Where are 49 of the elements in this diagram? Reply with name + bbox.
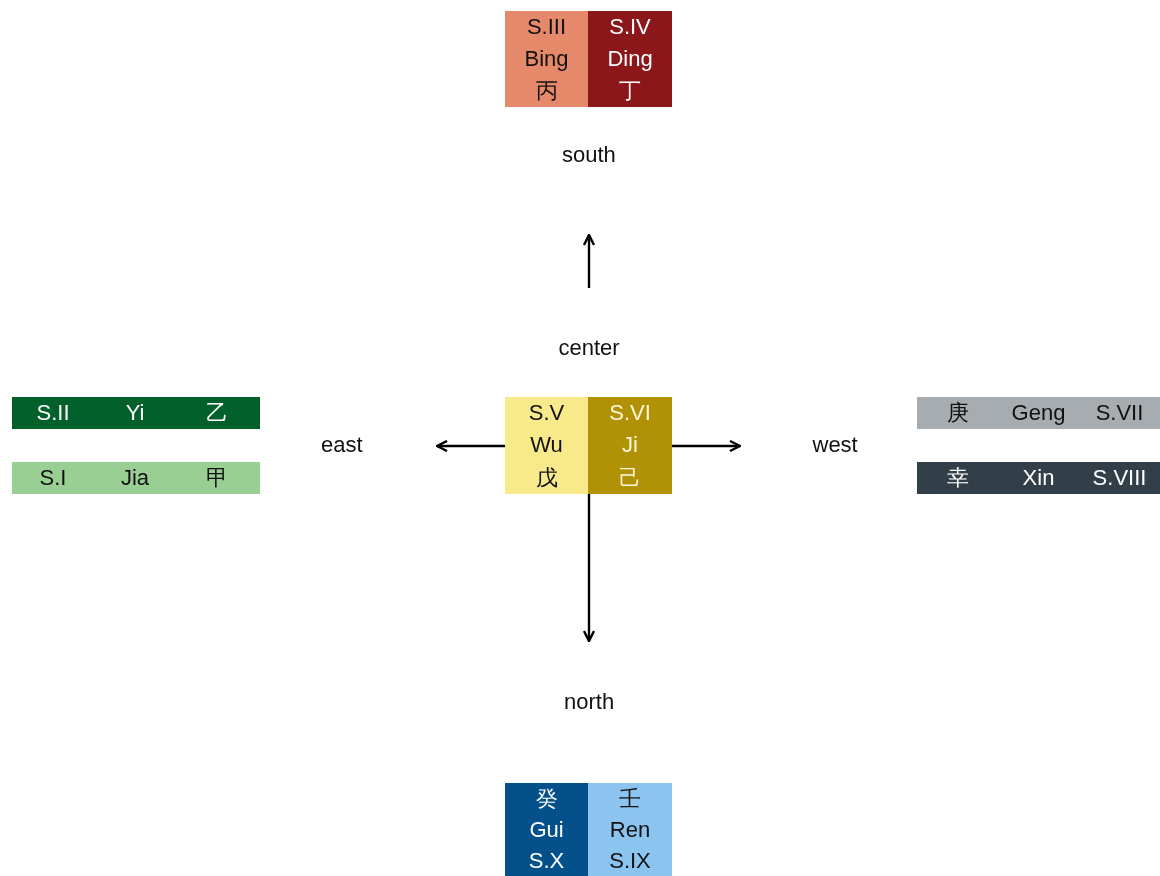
- direction-label: north: [564, 690, 615, 714]
- cell-text: S.VIII: [1091, 465, 1148, 491]
- cell-text: Xin: [1021, 465, 1056, 491]
- color-cell: [588, 397, 672, 494]
- cell-text: 戊: [535, 463, 558, 492]
- cell-text: S.II: [35, 400, 71, 426]
- cell-text: Gui: [529, 815, 564, 844]
- cell-text: S.VII: [1094, 400, 1145, 426]
- color-cell: [917, 462, 1160, 494]
- cell-text: S.VI: [609, 399, 651, 428]
- cell-text: 庚: [945, 399, 970, 427]
- cell-text: 癸: [535, 784, 558, 813]
- color-cell: [505, 11, 588, 107]
- cell-text: 丁: [619, 77, 641, 105]
- cell-text: S.V: [528, 399, 565, 428]
- cell-text: 丙: [535, 77, 558, 105]
- arrow: [435, 439, 505, 453]
- cell-text: 乙: [205, 399, 229, 427]
- color-cell: [12, 397, 260, 429]
- cell-text: Yi: [124, 400, 146, 426]
- direction-label: south: [562, 143, 616, 167]
- cell-text: S.III: [526, 13, 567, 41]
- cell-text: Ji: [622, 431, 638, 460]
- cell-text: Wu: [530, 431, 563, 460]
- cell-text: 甲: [205, 464, 229, 492]
- cell-text: S.X: [528, 846, 565, 875]
- cell-text: Bing: [524, 45, 569, 73]
- cell-text: Ren: [609, 815, 651, 844]
- color-cell: [917, 397, 1160, 429]
- cell-text: 己: [619, 463, 641, 492]
- cell-text: 壬: [619, 784, 641, 813]
- color-cell: [505, 397, 588, 494]
- color-cell: [588, 783, 672, 876]
- color-cell: [505, 783, 588, 876]
- cell-text: Ding: [607, 45, 653, 73]
- arrow: [672, 439, 742, 453]
- direction-label: west: [812, 433, 858, 457]
- cell-text: S.IV: [609, 13, 651, 41]
- arrow: [582, 233, 596, 288]
- color-cell: [12, 462, 260, 494]
- cell-text: S.IX: [609, 846, 651, 875]
- cell-text: S.I: [38, 465, 68, 491]
- direction-label: center: [558, 336, 620, 360]
- cell-text: 幸: [945, 464, 970, 492]
- direction-label: east: [321, 433, 363, 457]
- cell-text: Jia: [119, 465, 151, 491]
- arrow: [582, 494, 596, 643]
- color-cell: [588, 11, 672, 107]
- cell-text: Geng: [1010, 400, 1067, 426]
